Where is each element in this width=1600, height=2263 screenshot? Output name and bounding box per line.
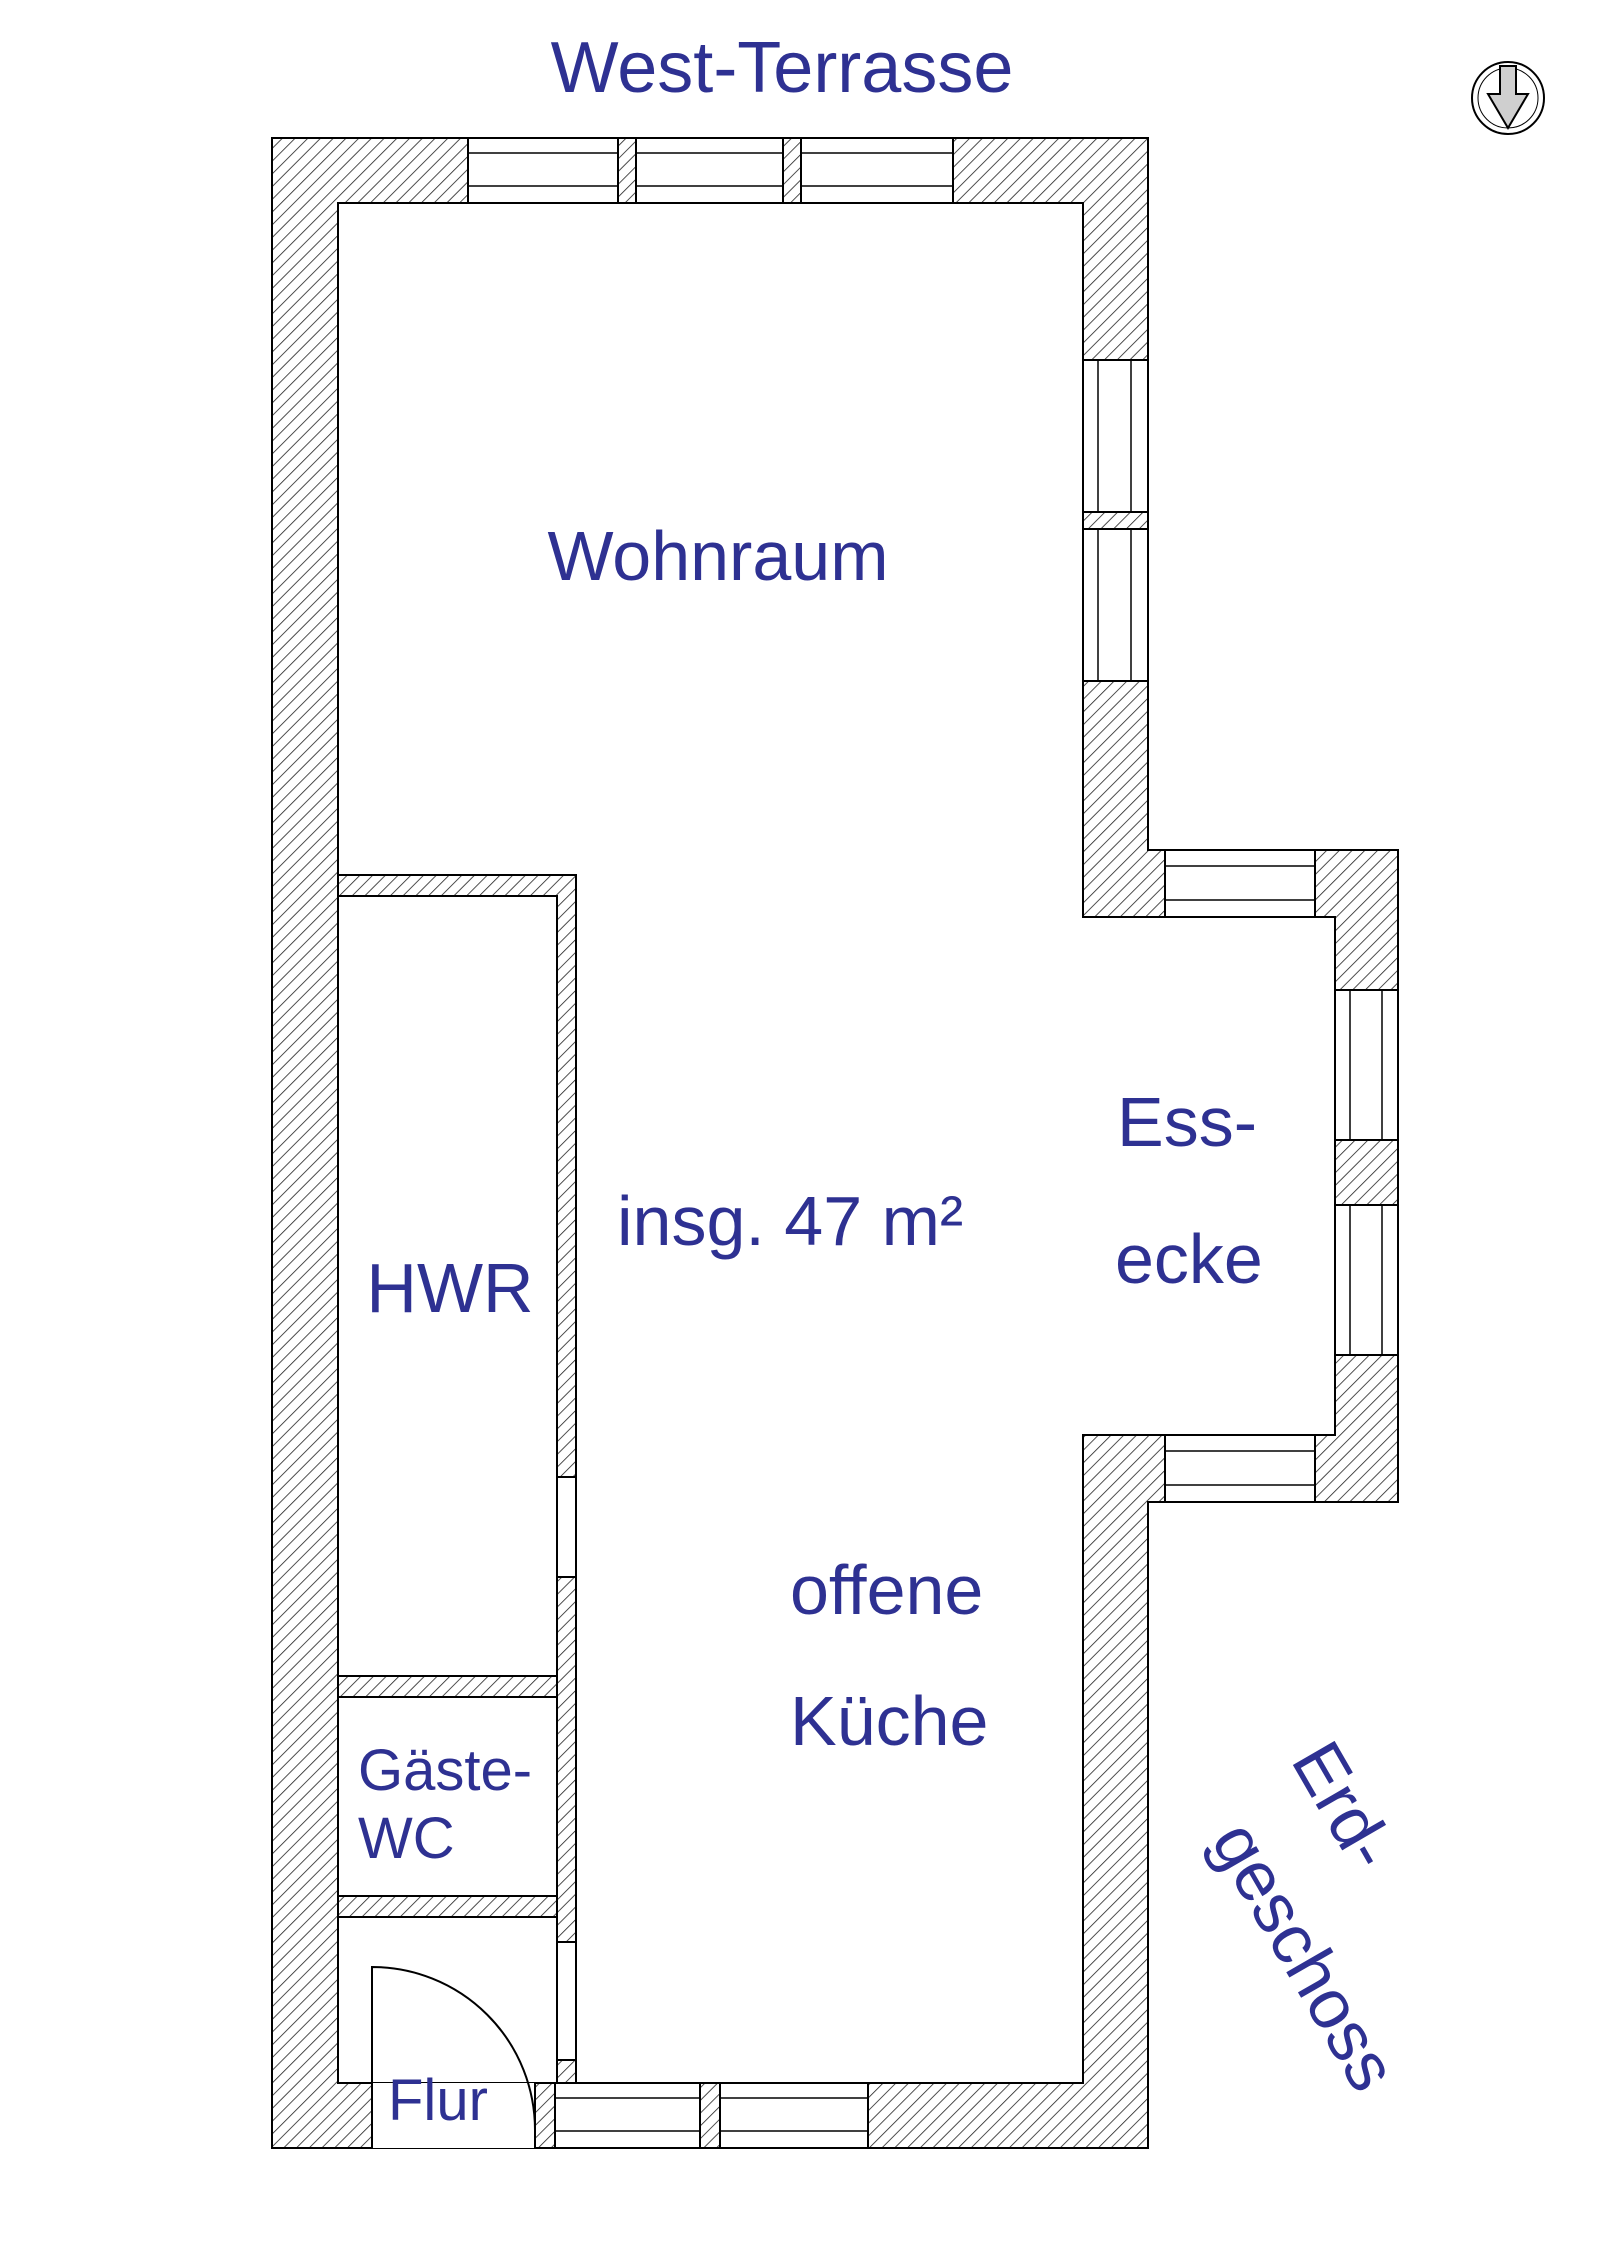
mullion [1082, 511, 1149, 530]
dining-label-line2: ecke [1115, 1220, 1263, 1298]
kitchen-label-line2: Küche [790, 1682, 988, 1760]
interior-wall-hwr-wc [337, 1675, 558, 1698]
windows-top [467, 137, 954, 204]
terrace-label: West-Terrasse [551, 28, 1014, 108]
windows-bottom [554, 2082, 869, 2149]
living-room-label: Wohnraum [547, 517, 888, 595]
hwr-outline [337, 895, 558, 1677]
mullion [699, 2082, 721, 2149]
north-arrow-icon [1471, 61, 1545, 135]
windows-right-upper [1082, 359, 1149, 682]
floor-label-line1: Erd- [1277, 1729, 1411, 1883]
interior-wall-hwr [337, 874, 577, 2149]
hwr-door-opening [556, 1476, 577, 1578]
mullion [1334, 1139, 1399, 1206]
entrance-door [371, 1965, 536, 2148]
kitchen-label-line1: offene [790, 1551, 983, 1629]
flur-door-opening [556, 1941, 577, 2061]
windows-bay [1164, 849, 1399, 1503]
utility-room-label: HWR [366, 1249, 533, 1327]
hallway-label: Flur [388, 2068, 488, 2133]
guest-wc-label-line1: Gäste- [358, 1738, 532, 1803]
mullion [782, 137, 802, 204]
wc-outline [337, 1696, 558, 1897]
mullion [617, 137, 637, 204]
guest-wc-label-line2: WC [358, 1806, 455, 1871]
interior-wall-wc-flur [337, 1895, 558, 1918]
total-area-label: insg. 47 m² [617, 1182, 963, 1260]
dining-label-line1: Ess- [1117, 1083, 1257, 1161]
